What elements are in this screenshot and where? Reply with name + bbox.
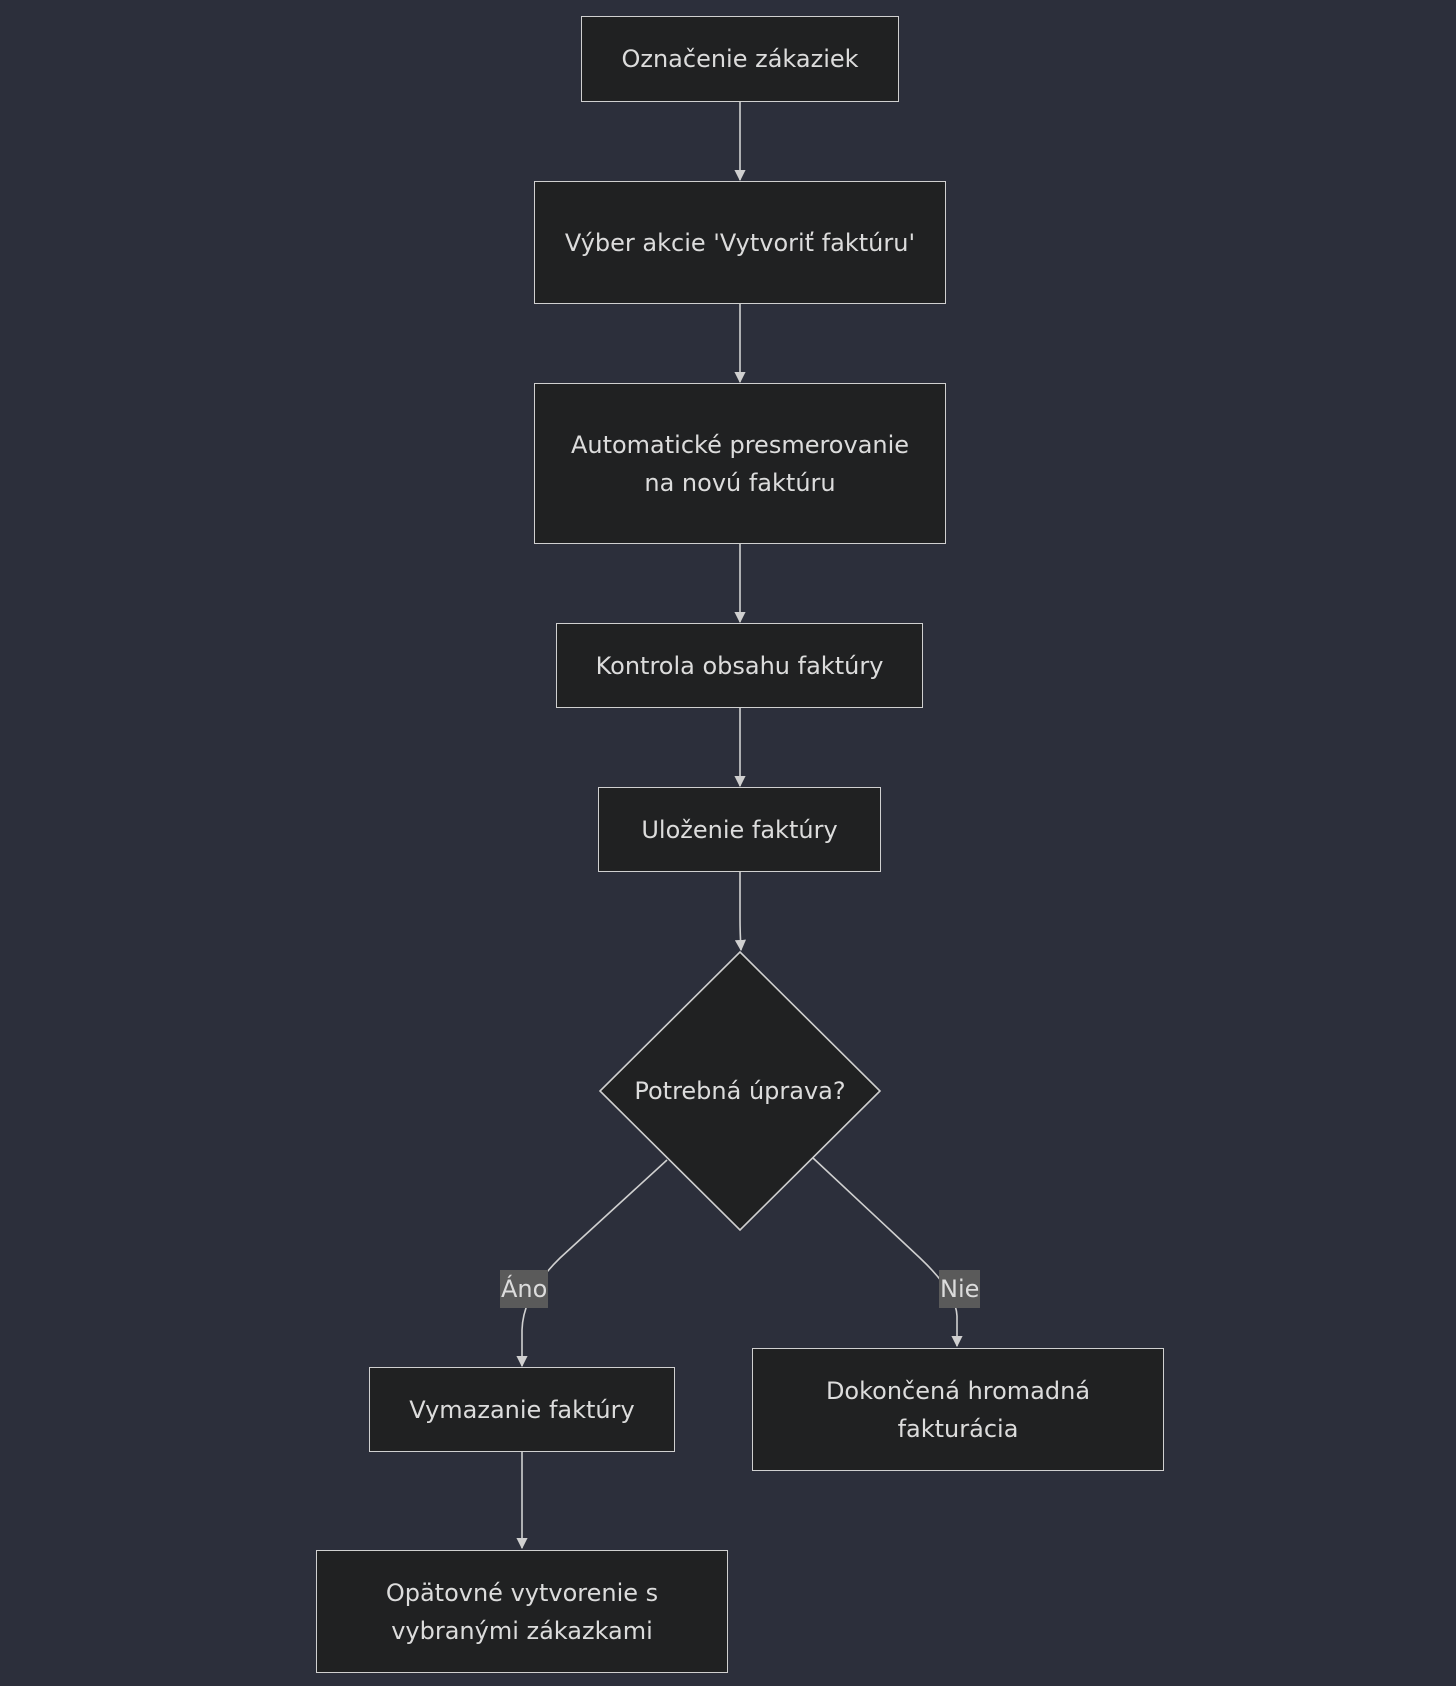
node-auto-redirect: Automatické presmerovanie na novú faktúr…	[534, 383, 946, 544]
node-save-invoice-label: Uloženie faktúry	[641, 815, 838, 844]
edge-decision-to-done	[812, 1157, 963, 1348]
node-check-content: Kontrola obsahu faktúry	[556, 623, 923, 708]
node-check-content-label: Kontrola obsahu faktúry	[595, 651, 884, 680]
node-select-action-label: Výber akcie 'Vytvoriť faktúru'	[564, 228, 916, 257]
node-mark-orders-label: Označenie zákaziek	[621, 45, 859, 73]
edge-label-yes: Áno	[500, 1270, 549, 1308]
node-recreate: Opätovné vytvorenie s vybranými zákazkam…	[316, 1550, 728, 1673]
node-delete-invoice-label: Vymazanie faktúry	[409, 1395, 635, 1424]
edge-save-to-decision	[734, 872, 747, 952]
edge-decision-to-delete	[516, 1159, 668, 1368]
node-save-invoice: Uloženie faktúry	[598, 787, 881, 872]
node-delete-invoice: Vymazanie faktúry	[369, 1367, 675, 1452]
node-mark-orders: Označenie zákaziek	[581, 16, 899, 102]
decision-diamond	[598, 950, 882, 1232]
node-done-label: Dokončená hromadná fakturácia	[825, 1376, 1091, 1443]
edge-label-no: Nie	[939, 1270, 981, 1308]
node-done: Dokončená hromadná fakturácia	[752, 1348, 1164, 1471]
node-select-action: Výber akcie 'Vytvoriť faktúru'	[534, 181, 946, 304]
node-recreate-label: Opätovné vytvorenie s vybranými zákazkam…	[385, 1578, 659, 1645]
node-auto-redirect-label: Automatické presmerovanie na novú faktúr…	[570, 430, 910, 497]
decision-label: Potrebná úprava?	[634, 1077, 846, 1105]
